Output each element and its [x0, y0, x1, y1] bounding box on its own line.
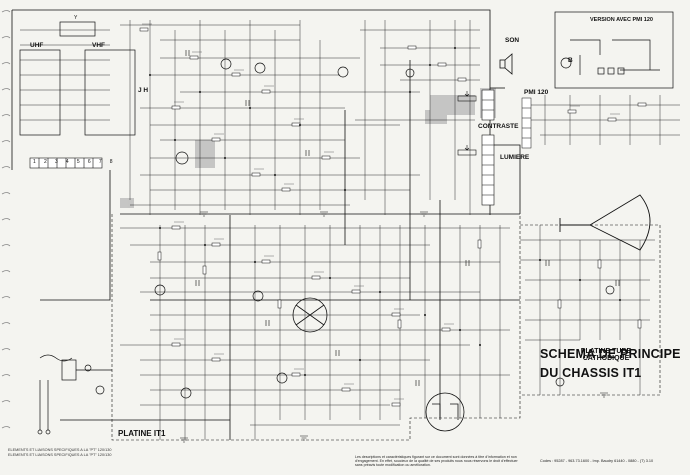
- schematic-subtitle: DU CHASSIS IT1: [540, 366, 642, 380]
- component-value-marks: [142, 23, 620, 400]
- ground-symbols: [180, 211, 608, 443]
- footnote-line-2: ELEMENTS ET LIAISONS SPECIFIQUES A LA "P…: [8, 453, 112, 458]
- pmi120-connector: [521, 97, 532, 149]
- platine-it1-label: PLATINE IT1: [118, 429, 166, 438]
- vhf-label: VHF: [92, 42, 105, 49]
- schematic-title: SCHEMA DE PRINCIPE: [540, 347, 681, 361]
- binder-holes: [1, 10, 11, 429]
- pmi120-label: PMI 120: [524, 89, 549, 96]
- son-label: SON: [505, 37, 520, 44]
- output-transformer: [292, 297, 328, 333]
- capacitor-components: [185, 50, 620, 386]
- connector-jh-label: J H: [138, 87, 149, 94]
- control-connector: [481, 89, 495, 206]
- junction-dots: [149, 47, 621, 376]
- pmi120-inset: [554, 11, 674, 89]
- lumiere-label: LUMIERE: [500, 154, 530, 161]
- wiring-vertical: [129, 20, 661, 440]
- platine-tube-label: PLATINE TUBE CATHODIQUE: [580, 348, 632, 363]
- tuner-boxes: [19, 21, 136, 136]
- footnote-line-1: ELEMENTS ET LIAISONS SPECIFIQUES A LA "P…: [8, 448, 112, 452]
- speaker-icon: [499, 53, 513, 75]
- b-label: B: [568, 57, 573, 64]
- contraste-label: CONTRASTE: [478, 123, 519, 130]
- crt-tube: [559, 194, 651, 251]
- disclaimer-notes: Les descriptions et caractéristiques fig…: [355, 455, 518, 468]
- deflection-yoke: [425, 392, 465, 432]
- tuner-connector-label: 1 2 3 4 5 6 7 8: [33, 159, 116, 165]
- resistor-components: [139, 27, 647, 407]
- potentiometers: [457, 91, 477, 156]
- tuner-connector-strip: [29, 157, 103, 169]
- wiring-horizontal: [20, 24, 680, 426]
- connector-y-label: Y: [74, 15, 78, 21]
- version-pmi120-label: VERSION AVEC PMI 120: [590, 17, 653, 23]
- transistors: [154, 57, 615, 399]
- print-codes: Codes : 95287 - 963.73.1600 - Imp. Baudr…: [540, 459, 654, 463]
- uhf-label: UHF: [30, 42, 44, 49]
- mains-input: [37, 354, 112, 435]
- legend-footnote: ELEMENTS ET LIAISONS SPECIFIQUES A LA "P…: [8, 448, 112, 459]
